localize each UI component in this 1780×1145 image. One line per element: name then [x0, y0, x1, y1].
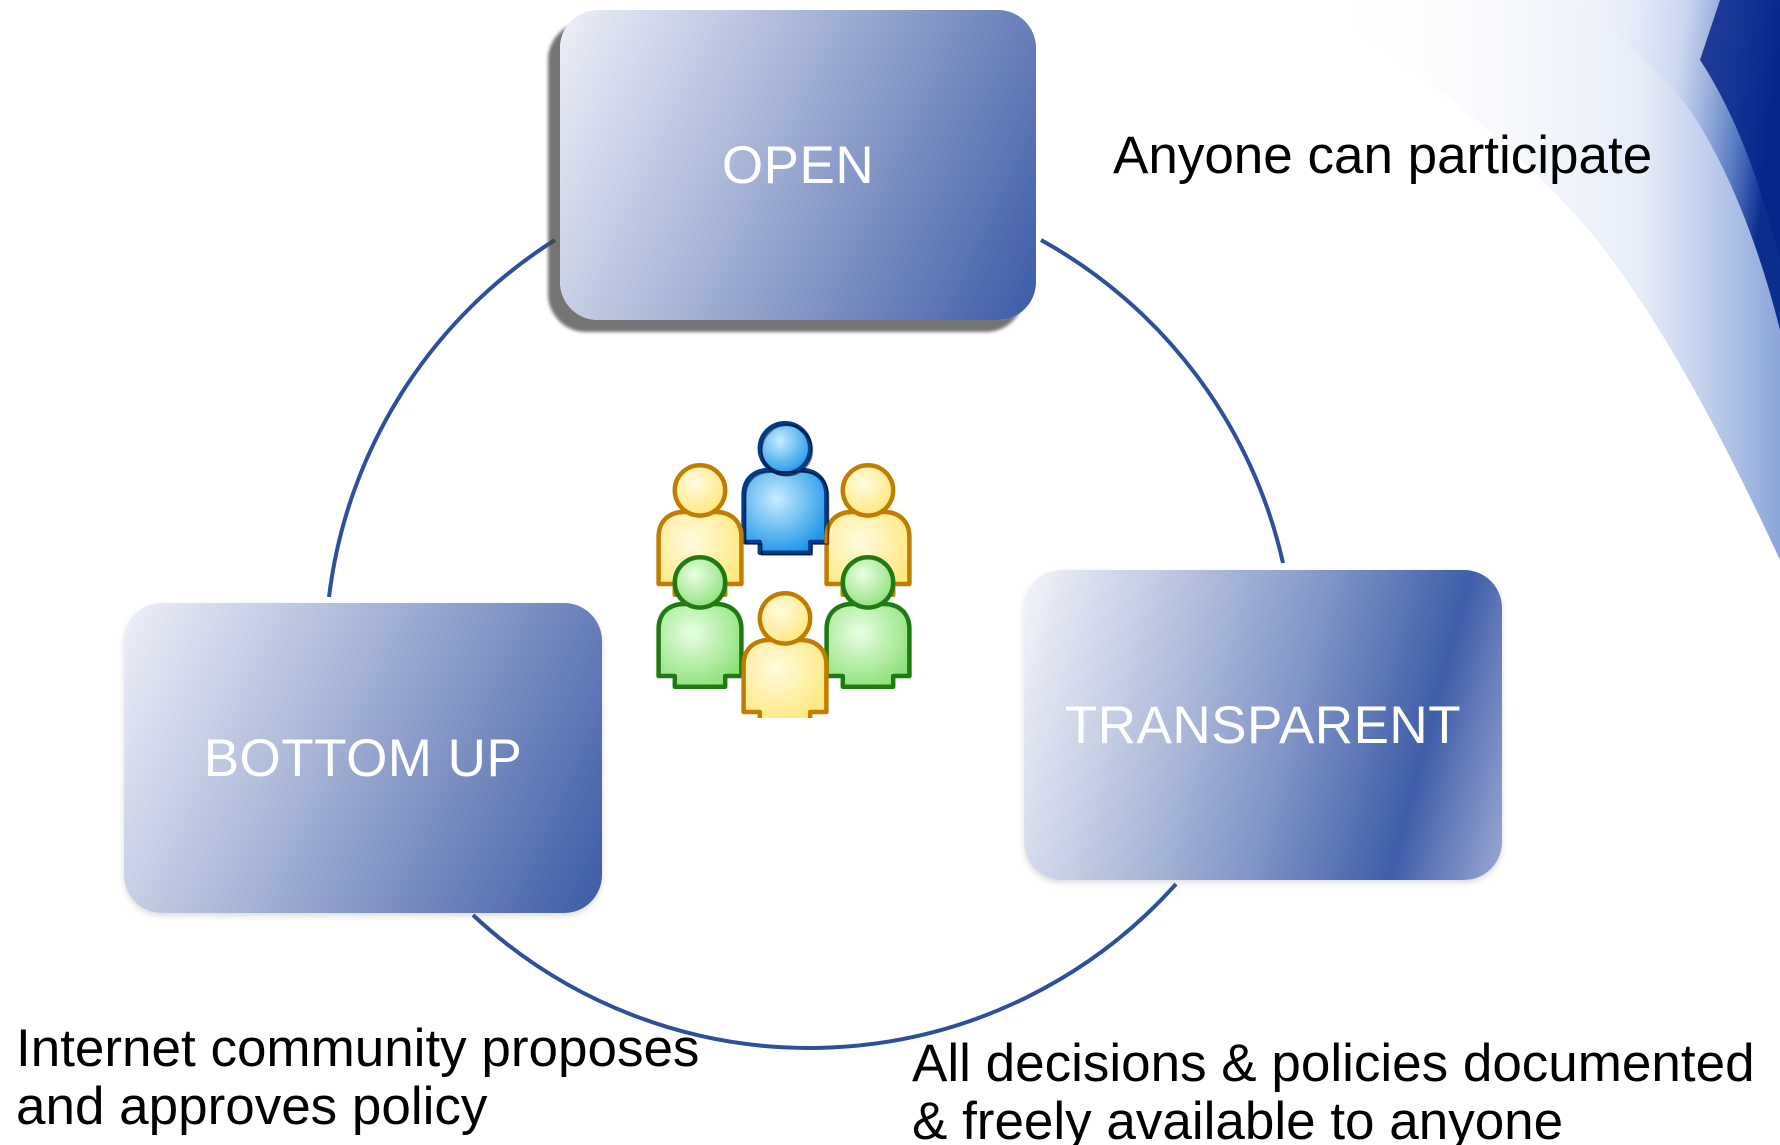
- node-open: OPEN: [560, 10, 1036, 320]
- arc-bottomup-to-open: [327, 238, 557, 598]
- node-bottom-up: BOTTOM UP: [124, 603, 602, 913]
- people-circle-icon: [650, 408, 930, 718]
- caption-transparent-line-1: All decisions & policies documented: [912, 1034, 1755, 1093]
- caption-bottom-up: Internet community proposes and approves…: [16, 1020, 699, 1136]
- node-transparent-label: TRANSPARENT: [1064, 695, 1462, 755]
- node-open-label: OPEN: [721, 135, 875, 195]
- arc-open-to-transparent: [1040, 238, 1285, 564]
- node-transparent: TRANSPARENT: [1024, 570, 1502, 880]
- caption-bottom-up-line-2: and approves policy: [16, 1077, 488, 1136]
- node-bottom-up-label: BOTTOM UP: [203, 728, 523, 788]
- caption-transparent-line-2: & freely available to anyone: [912, 1092, 1564, 1145]
- arc-transparent-to-bottomup: [471, 882, 1178, 1050]
- caption-open: Anyone can participate: [1113, 126, 1653, 185]
- caption-transparent: All decisions & policies documented & fr…: [912, 1035, 1755, 1145]
- caption-bottom-up-line-1: Internet community proposes: [16, 1019, 700, 1078]
